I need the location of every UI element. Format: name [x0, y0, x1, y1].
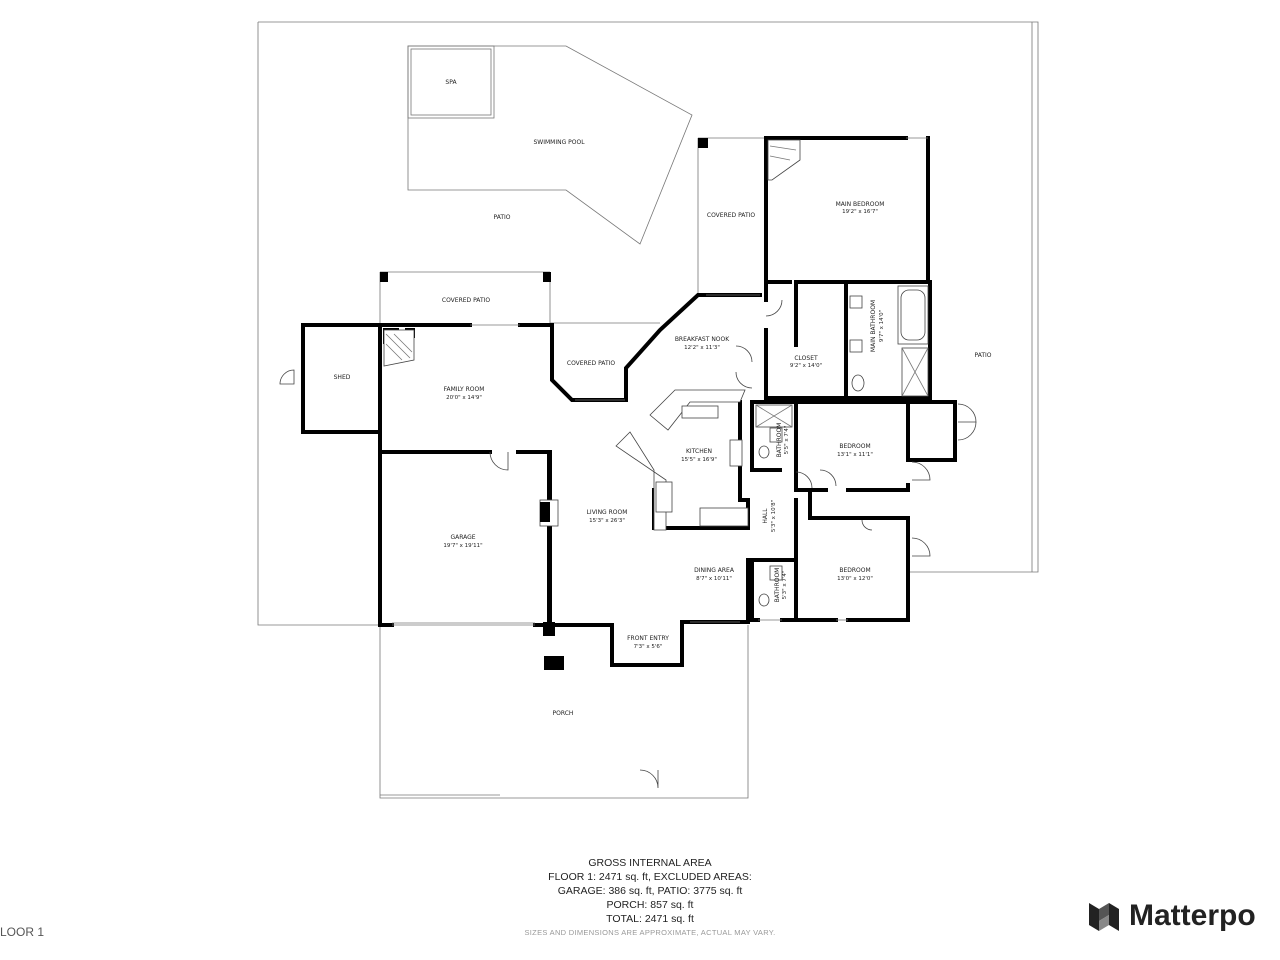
walls: [301, 136, 957, 667]
room-patio-right: PATIO: [974, 352, 991, 359]
room-breakfast-nook: BREAKFAST NOOK: [675, 336, 730, 343]
floor-label: LOOR 1: [0, 925, 45, 939]
room-bedroom-a-dim: 13'1" x 11'1": [837, 452, 873, 458]
room-kitchen-dim: 15'5" x 16'9": [681, 457, 717, 463]
room-spa: SPA: [445, 79, 457, 86]
room-bedroom-b: BEDROOM: [839, 567, 870, 574]
disclaimer: SIZES AND DIMENSIONS ARE APPROXIMATE, AC…: [524, 928, 776, 937]
doors: [279, 299, 977, 789]
room-bathroom-a: BATHROOM: [776, 423, 783, 458]
covered-patio-right-outline: [697, 137, 766, 295]
room-hall: HALL: [762, 508, 769, 524]
room-covered-patio-mid: COVERED PATIO: [567, 360, 615, 367]
area-line-1: FLOOR 1: 2471 sq. ft, EXCLUDED AREAS:: [548, 871, 752, 883]
room-living-room: LIVING ROOM: [587, 509, 628, 516]
room-bathroom-b-dim: 5'3" x 7'4": [782, 571, 788, 600]
covered-patio-top-outline: [379, 271, 660, 325]
room-dining-area-dim: 8'7" x 10'11": [696, 576, 732, 582]
room-shed: SHED: [334, 374, 351, 381]
room-main-bathroom: MAIN BATHROOM: [870, 300, 877, 352]
area-line-3: PORCH: 857 sq. ft: [606, 899, 694, 911]
room-living-room-dim: 15'3" x 26'3": [589, 518, 625, 524]
room-garage-dim: 19'7" x 19'11": [443, 543, 482, 549]
brand-name: Matterpo: [1129, 899, 1256, 932]
room-swimming-pool: SWIMMING POOL: [533, 139, 585, 146]
room-main-bedroom: MAIN BEDROOM: [836, 201, 885, 208]
room-bathroom-a-dim: 5'5" x 7'4": [784, 426, 790, 455]
room-patio-top: PATIO: [493, 214, 510, 221]
room-dining-area: DINING AREA: [694, 567, 735, 574]
room-closet-dim: 9'2" x 14'0": [790, 363, 822, 369]
room-covered-patio-top: COVERED PATIO: [442, 297, 490, 304]
brand: Matterpo: [1087, 899, 1256, 933]
lot-outline: [257, 21, 1039, 799]
bath-fixtures: [755, 285, 929, 607]
room-bathroom-b: BATHROOM: [774, 568, 781, 603]
area-line-4: TOTAL: 2471 sq. ft: [606, 913, 694, 925]
room-main-bedroom-dim: 19'2" x 16'7": [842, 209, 878, 215]
room-family-room-dim: 20'0" x 14'9": [446, 395, 482, 401]
windows: [392, 137, 928, 626]
room-closet: CLOSET: [794, 355, 818, 362]
room-covered-patio-right: COVERED PATIO: [707, 212, 755, 219]
area-line-2: GARAGE: 386 sq. ft, PATIO: 3775 sq. ft: [557, 885, 743, 897]
matterport-logo-icon: [1089, 903, 1119, 931]
room-breakfast-nook-dim: 12'2" x 11'3": [684, 345, 720, 351]
room-kitchen: KITCHEN: [686, 448, 712, 455]
room-porch: PORCH: [553, 710, 574, 717]
room-front-entry: FRONT ENTRY: [627, 635, 669, 642]
fireplaces: [383, 139, 801, 527]
room-bedroom-b-dim: 13'0" x 12'0": [837, 576, 873, 582]
room-garage: GARAGE: [450, 534, 475, 541]
room-family-room: FAMILY ROOM: [444, 386, 485, 393]
room-front-entry-dim: 7'3" x 5'6": [634, 644, 663, 650]
area-title: GROSS INTERNAL AREA: [588, 857, 712, 869]
kitchen-counters: [615, 389, 749, 531]
room-main-bathroom-dim: 9'7" x 14'0": [879, 310, 885, 342]
room-bedroom-a: BEDROOM: [839, 443, 870, 450]
pool-area: [407, 45, 693, 245]
room-hall-dim: 5'3" x 10'8": [771, 500, 777, 532]
room-labels: SPA SWIMMING POOL PATIO COVERED PATIO MA…: [334, 79, 992, 717]
